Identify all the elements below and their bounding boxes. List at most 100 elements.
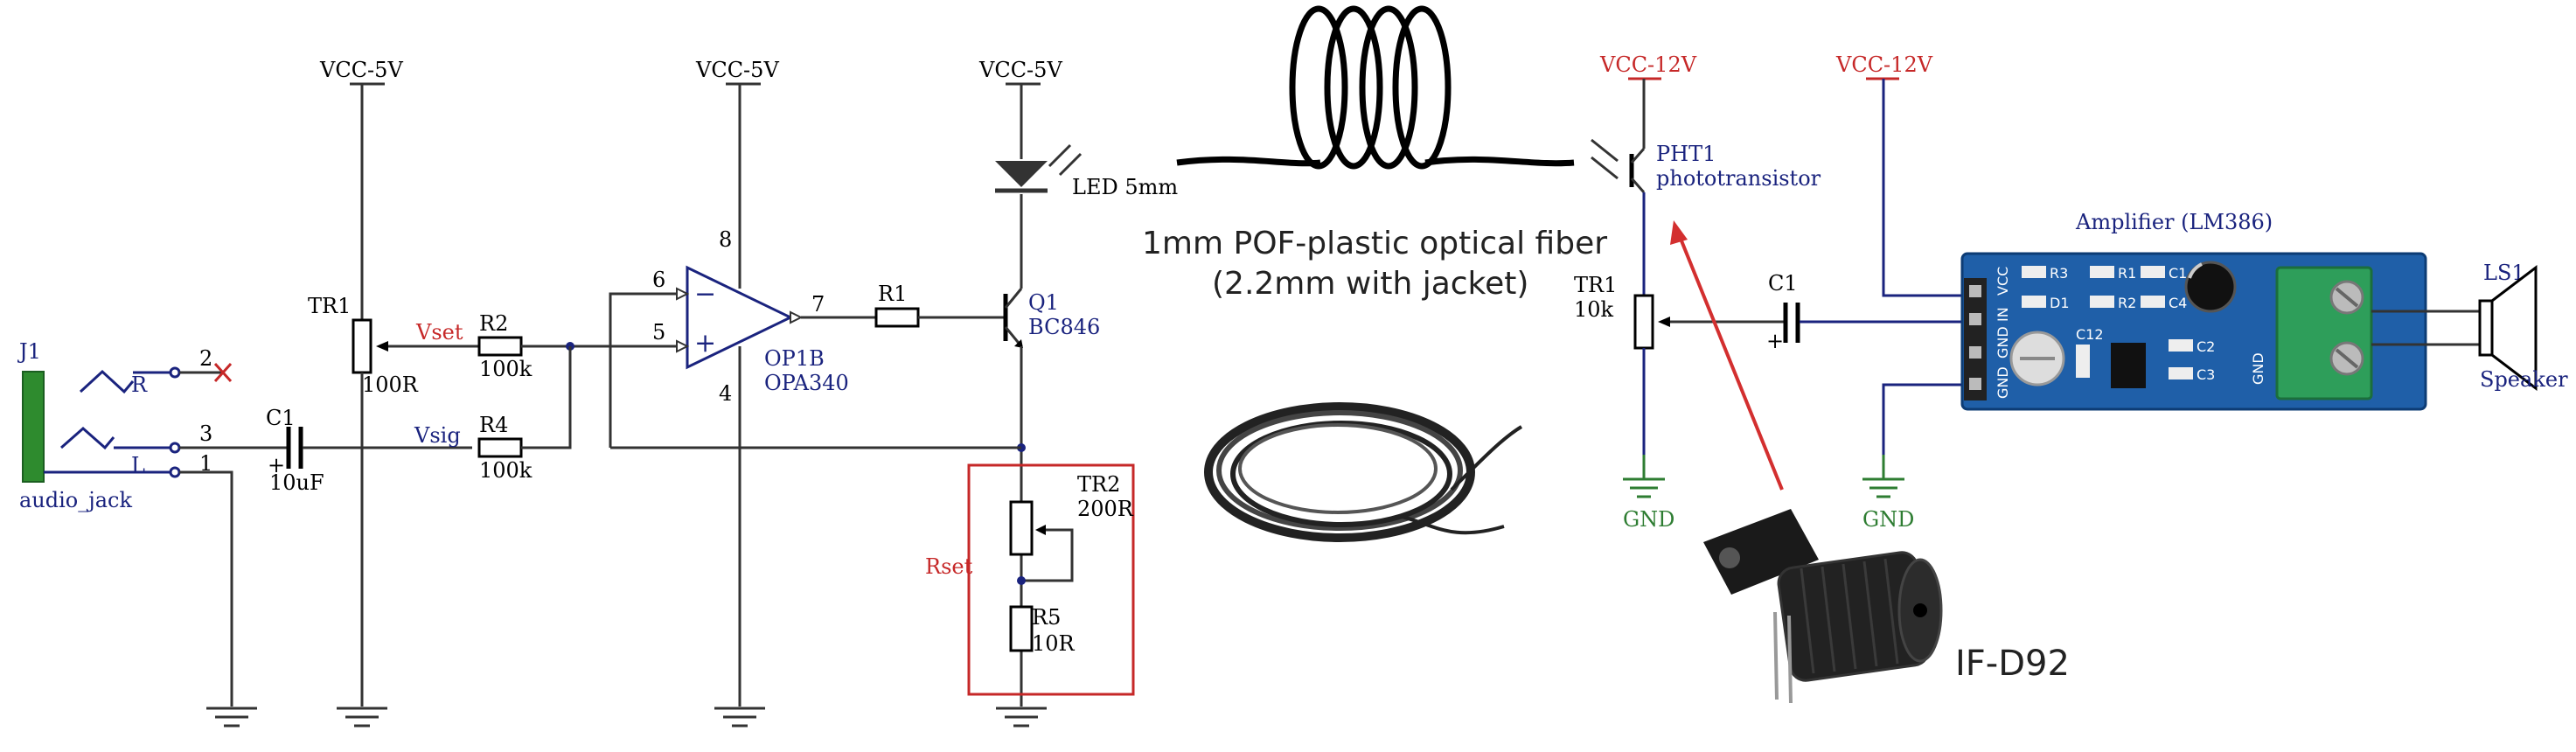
- svg-text:C12: C12: [2076, 326, 2104, 343]
- pin3-dot: [169, 442, 181, 454]
- jack-contact-r: [79, 369, 135, 394]
- audio-jack-label: audio_jack: [19, 488, 132, 512]
- vcc5-2-label: VCC-5V: [695, 58, 779, 82]
- vcc12-2-wire: [1882, 79, 1964, 297]
- jack-body: [22, 371, 45, 483]
- pin1-label: 1: [199, 451, 212, 476]
- svg-text:GND: GND: [2250, 352, 2266, 385]
- r1-label: R1: [878, 282, 907, 306]
- ground-symbol-gnd2: GND: [1862, 477, 1914, 532]
- opamp-pin6-wire: [609, 292, 682, 448]
- ground-symbol-4: [996, 707, 1047, 728]
- board-gnd-wire: [1882, 383, 1964, 455]
- svg-text:R3: R3: [2050, 265, 2068, 282]
- pin2-nc-x2: [213, 362, 233, 383]
- speaker-cone: [2490, 264, 2538, 392]
- opamp-part: OPA340: [764, 371, 849, 395]
- board-pin-vcc: VCC: [1995, 267, 2011, 296]
- r5-body: [1009, 605, 1034, 652]
- r4-out-wire: [521, 346, 572, 449]
- opamp-minus-sign: −: [694, 279, 716, 310]
- tr1-right-value: 10k: [1574, 297, 1614, 322]
- if-d92-label: IF-D92: [1955, 644, 2070, 684]
- tr1-right-body: [1633, 294, 1654, 350]
- svg-text:R1: R1: [2118, 265, 2136, 282]
- r2-value: 100k: [479, 357, 533, 381]
- svg-text:R2: R2: [2118, 295, 2136, 311]
- svg-text:C4: C4: [2169, 295, 2187, 311]
- amplifier-label: Amplifier (LM386): [2075, 210, 2273, 234]
- r2-label: R2: [479, 311, 508, 336]
- pin-r-label: R: [131, 373, 148, 397]
- r5-label: R5: [1032, 605, 1061, 630]
- jack-contact-l: [60, 427, 115, 450]
- r1-body: [874, 307, 920, 328]
- pht1-light-ray-2: [1591, 156, 1619, 180]
- vcc12-2-label: VCC-12V: [1835, 52, 1933, 77]
- pht1-light-ray-1: [1591, 138, 1619, 163]
- c1-left-plus: +: [268, 453, 285, 477]
- tr2-label: TR2: [1077, 472, 1120, 497]
- led-triangle: [995, 161, 1048, 187]
- r4-label: R4: [479, 413, 508, 437]
- ground-symbol-2: [337, 707, 387, 728]
- pin3-label: 3: [199, 421, 212, 446]
- speaker-ls1: LS1 Speaker: [2371, 261, 2568, 392]
- fiber-coil-drawing: [1176, 5, 1575, 170]
- r4-body: [477, 437, 523, 458]
- ground-symbol-1: [206, 707, 257, 728]
- board-pin-gnd2: GND: [1995, 326, 2011, 359]
- pht1-desc: phototransistor: [1656, 166, 1821, 191]
- svg-text:C1: C1: [2169, 265, 2187, 282]
- vset-label: Vset: [415, 320, 463, 345]
- pin5-marker: [676, 339, 690, 353]
- led-ray-2: [1058, 152, 1083, 177]
- q1-part: BC846: [1028, 315, 1100, 339]
- tr1-right-label: TR1: [1574, 273, 1617, 297]
- pin2-label: 2: [199, 346, 212, 371]
- tr1-left-value: 100R: [362, 373, 419, 397]
- q1-collector-leg: [1004, 288, 1023, 309]
- led-ray-1: [1048, 143, 1072, 168]
- j1-label: J1: [17, 339, 41, 364]
- vcc12-2-group: VCC-12V: [1835, 52, 1964, 479]
- vcc5-1-label: VCC-5V: [319, 58, 403, 82]
- phototransistor-pht1: VCC-12V PHT1 phototransistor: [1591, 52, 1821, 296]
- svg-text:D1: D1: [2050, 295, 2070, 311]
- capacitor-c1-left: C1 + 10uF: [179, 406, 472, 495]
- tr1-right-wiper-arrow: [1658, 317, 1670, 327]
- resistor-r2: R2 100k: [477, 311, 682, 381]
- pht1-collector: [1630, 148, 1646, 164]
- gnd2-label: GND: [1862, 507, 1914, 532]
- opamp-pin8: 8: [719, 227, 732, 252]
- opamp-pin6: 6: [652, 268, 665, 292]
- vsig-label: Vsig: [414, 423, 461, 448]
- tr2-body: [1009, 500, 1034, 556]
- fiber-spool-photo: [1204, 402, 1523, 542]
- audio-jack-j1: J1 audio_jack 2 R 3 L 1: [17, 339, 233, 707]
- board-pin-in: IN: [1995, 307, 2011, 322]
- resistor-r1: R1: [874, 282, 1006, 328]
- resistor-r4: R4 100k: [477, 346, 572, 483]
- board-pin-gnd1: GND: [1995, 366, 2011, 399]
- speaker-label: Speaker: [2480, 367, 2568, 392]
- tr2-value: 200R: [1077, 497, 1134, 521]
- trimmer-tr1-right: TR1 10k: [1574, 273, 1784, 479]
- pht1-emitter: [1630, 178, 1646, 193]
- rset-box: [967, 463, 1135, 696]
- amplifier-board: GND GND IN VCC R3 R1 C1 D1 R2 C4 C12 C2 …: [1960, 252, 2427, 411]
- r4-value: 100k: [479, 458, 533, 483]
- pht1-label: PHT1: [1656, 142, 1716, 166]
- tr1-left-label: TR1: [308, 294, 351, 318]
- gnd1-label: GND: [1623, 507, 1674, 532]
- tr1-left-wiper-arrow: [376, 341, 388, 352]
- q1-emitter-arrow: [1014, 339, 1023, 348]
- ground-wire-jack: [179, 470, 233, 707]
- r2-body: [477, 336, 523, 357]
- svg-text:C2: C2: [2197, 338, 2215, 355]
- pin2-dot: [169, 366, 181, 379]
- pin-l-label: L: [131, 453, 145, 477]
- q1-label: Q1: [1028, 290, 1059, 315]
- c1-left-value: 10uF: [269, 470, 324, 495]
- opamp-plus-sign: +: [694, 328, 716, 359]
